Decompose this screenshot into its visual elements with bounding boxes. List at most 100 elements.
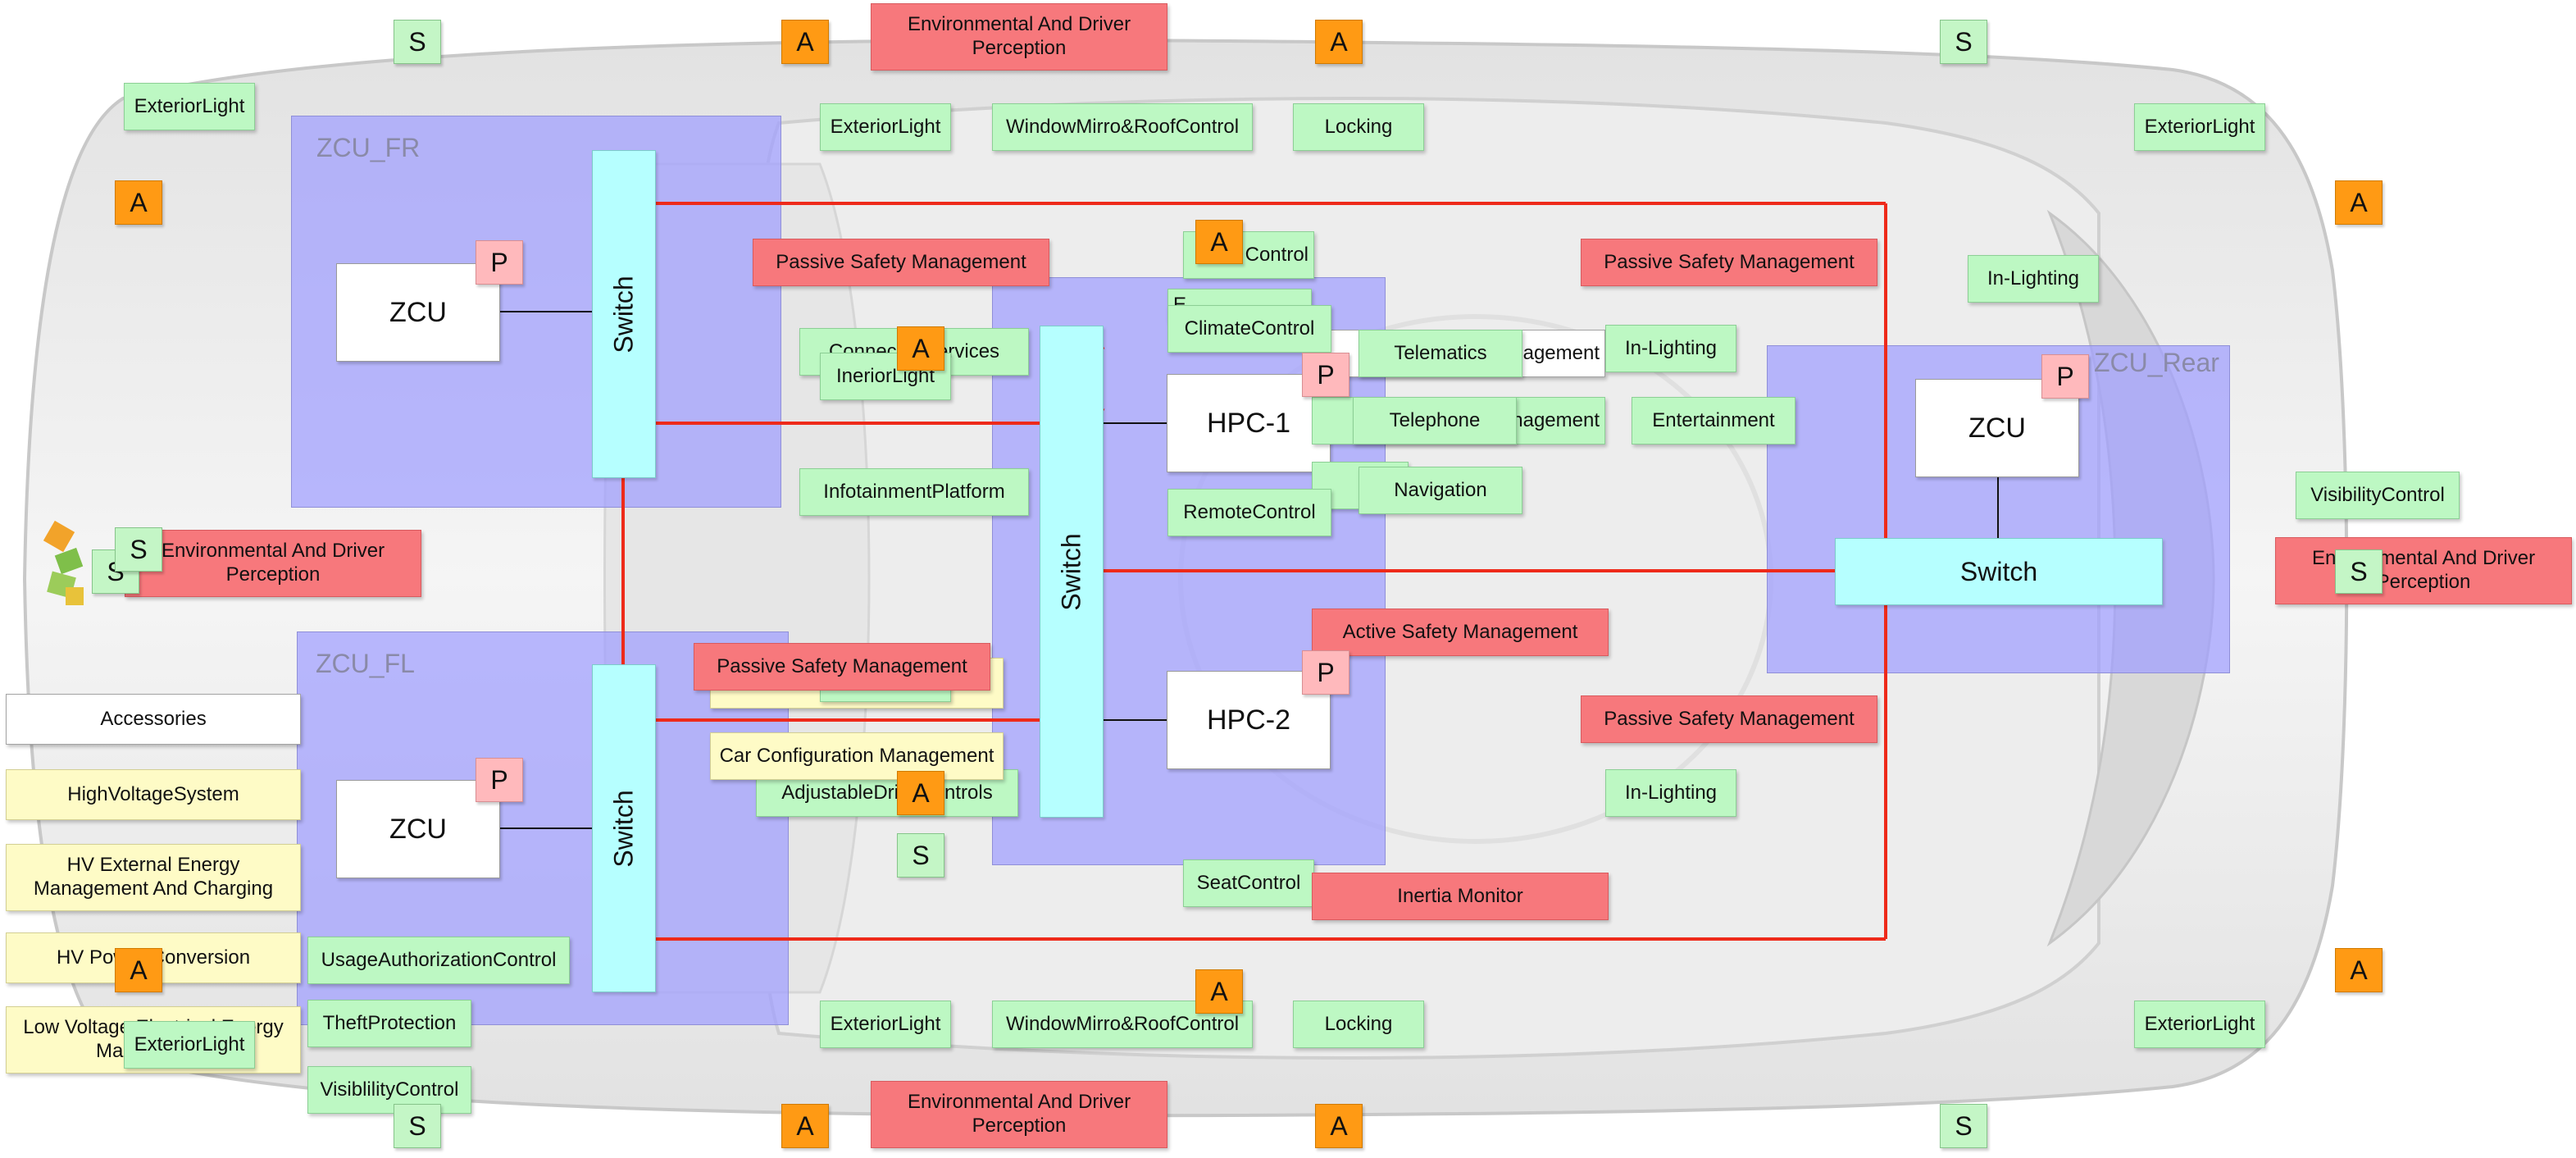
hpc1-label: HPC-1 xyxy=(1206,407,1291,439)
processor-badge: P xyxy=(476,758,523,802)
sensor-badge: S xyxy=(1940,1104,1987,1148)
tag-label: Passive Safety Management xyxy=(776,250,1026,273)
badge-label: A xyxy=(796,1110,814,1141)
actuator-badge: A xyxy=(1315,1104,1363,1148)
badge-label: A xyxy=(130,955,148,985)
switch-fr: Switch xyxy=(592,150,656,478)
function-tag: VisiblilityControl xyxy=(307,1066,471,1114)
sensor-badge: S xyxy=(897,833,944,878)
function-tag: WindowMirro&RoofControl xyxy=(992,103,1253,151)
tag-label: UsageAuthorizationControl xyxy=(321,948,557,971)
tag-label: VisibilityControl xyxy=(2310,483,2445,506)
function-tag: Passive Safety Management xyxy=(1581,695,1877,743)
tag-label: Environmental And Driver Perception xyxy=(2311,547,2536,593)
switch-fl-label: Switch xyxy=(608,789,639,868)
tag-label: HV External Energy Management And Chargi… xyxy=(33,854,274,900)
badge-label: P xyxy=(1317,657,1335,687)
function-tag: ExteriorLight xyxy=(820,1001,951,1048)
tag-label: AdjustableDriveControls xyxy=(781,781,993,804)
function-tag: ExteriorLight xyxy=(2134,1001,2265,1048)
tag-label: Inertia Monitor xyxy=(1397,884,1523,907)
tag-label: Locking xyxy=(1324,1012,1393,1035)
tag-label: ExteriorLight xyxy=(2144,1012,2255,1035)
badge-label: A xyxy=(1330,26,1348,57)
function-tag: Active Safety Management xyxy=(1312,609,1609,656)
actuator-badge: A xyxy=(115,180,162,225)
switch-fl: Switch xyxy=(592,664,656,992)
function-tag: Locking xyxy=(1293,1001,1424,1048)
actuator-badge: A xyxy=(897,771,944,815)
badge-label: P xyxy=(490,764,508,795)
sensor-badge: S xyxy=(115,527,162,572)
function-tag: WindowMirro&RoofControl xyxy=(992,1001,1253,1048)
hpc1-node: HPC-1 xyxy=(1167,374,1331,472)
function-tag: In-Lighting xyxy=(1968,255,2099,303)
function-tag: TheftProtection xyxy=(307,1000,471,1047)
switch-rear-label: Switch xyxy=(1959,556,2038,586)
badge-label: P xyxy=(2056,361,2074,391)
function-tag: InfotainmentPlatform xyxy=(799,468,1029,516)
zcu-fr-label: ZCU xyxy=(389,296,447,328)
badge-label: S xyxy=(408,1110,426,1141)
badge-label: A xyxy=(130,187,148,217)
badge-label: P xyxy=(490,247,508,277)
function-tag: AdjustableDriveControls xyxy=(756,769,1018,817)
tag-label: ExteriorLight xyxy=(134,94,245,117)
function-tag: Passive Safety Management xyxy=(753,239,1049,286)
badge-label: S xyxy=(2350,556,2368,586)
processor-badge: P xyxy=(1302,650,1349,695)
tag-label: HighVoltageSystem xyxy=(67,782,239,805)
function-tag: UsageAuthorizationControl xyxy=(307,937,570,984)
tag-label: ExteriorLight xyxy=(830,1012,941,1035)
headlight-cluster xyxy=(43,520,84,605)
function-tag: Environmental And Driver Perception xyxy=(2275,537,2572,604)
function-tag: VisibilityControl xyxy=(2296,472,2460,519)
badge-label: A xyxy=(912,777,930,808)
sensor-badge: S xyxy=(394,1104,441,1148)
function-tag: Telephone xyxy=(1353,397,1517,445)
function-tag: HighVoltageSystem xyxy=(6,769,301,820)
function-tag: ClimateControl xyxy=(1167,305,1331,353)
switch-fr-label: Switch xyxy=(608,275,639,353)
tag-label: SeatControl xyxy=(1196,871,1301,894)
badge-label: S xyxy=(912,840,930,870)
tag-label: ClimateControl xyxy=(1184,317,1315,340)
function-tag: Locking xyxy=(1293,103,1424,151)
sensor-badge: S xyxy=(2335,549,2383,594)
tag-label: WindowMirro&RoofControl xyxy=(1005,1012,1240,1035)
tag-label: Environmental And Driver Perception xyxy=(907,1091,1131,1137)
tag-label: Control xyxy=(1245,243,1308,266)
tag-label: In-Lighting xyxy=(1624,336,1718,359)
tag-label: Telephone xyxy=(1389,408,1481,431)
tag-label: Active Safety Management xyxy=(1342,620,1578,643)
switch-central-label: Switch xyxy=(1056,532,1086,611)
tag-label: Passive Safety Management xyxy=(717,654,967,677)
tag-label: Environmental And Driver Perception xyxy=(907,13,1131,59)
tag-label: ExteriorLight xyxy=(2144,115,2255,138)
badge-label: A xyxy=(1330,1110,1348,1141)
badge-label: A xyxy=(1210,976,1228,1006)
badge-label: S xyxy=(130,534,148,564)
tag-label: ExteriorLight xyxy=(830,115,941,138)
tag-label: Accessories xyxy=(100,707,207,730)
tag-label: Locking xyxy=(1324,115,1393,138)
badge-label: A xyxy=(912,333,930,363)
tag-label: VisiblilityControl xyxy=(320,1078,459,1101)
function-tag: Environmental And Driver Perception xyxy=(871,3,1167,71)
sensor-badge: S xyxy=(394,20,441,64)
tag-label: Navigation xyxy=(1394,478,1487,501)
function-tag: Inertia Monitor xyxy=(1312,873,1609,920)
function-tag: HV External Energy Management And Chargi… xyxy=(6,844,301,911)
actuator-badge: A xyxy=(2335,948,2383,992)
actuator-badge: A xyxy=(1315,20,1363,64)
function-tag: Passive Safety Management xyxy=(694,643,990,691)
badge-label: S xyxy=(1955,26,1973,57)
badge-label: P xyxy=(1317,359,1335,390)
zcu-fl-label: ZCU xyxy=(389,813,447,845)
actuator-badge: A xyxy=(781,1104,829,1148)
actuator-badge: A xyxy=(781,20,829,64)
badge-label: A xyxy=(796,26,814,57)
function-tag: Environmental And Driver Perception xyxy=(871,1081,1167,1148)
zone-label-zcu-rear: ZCU_Rear xyxy=(2094,348,2219,377)
